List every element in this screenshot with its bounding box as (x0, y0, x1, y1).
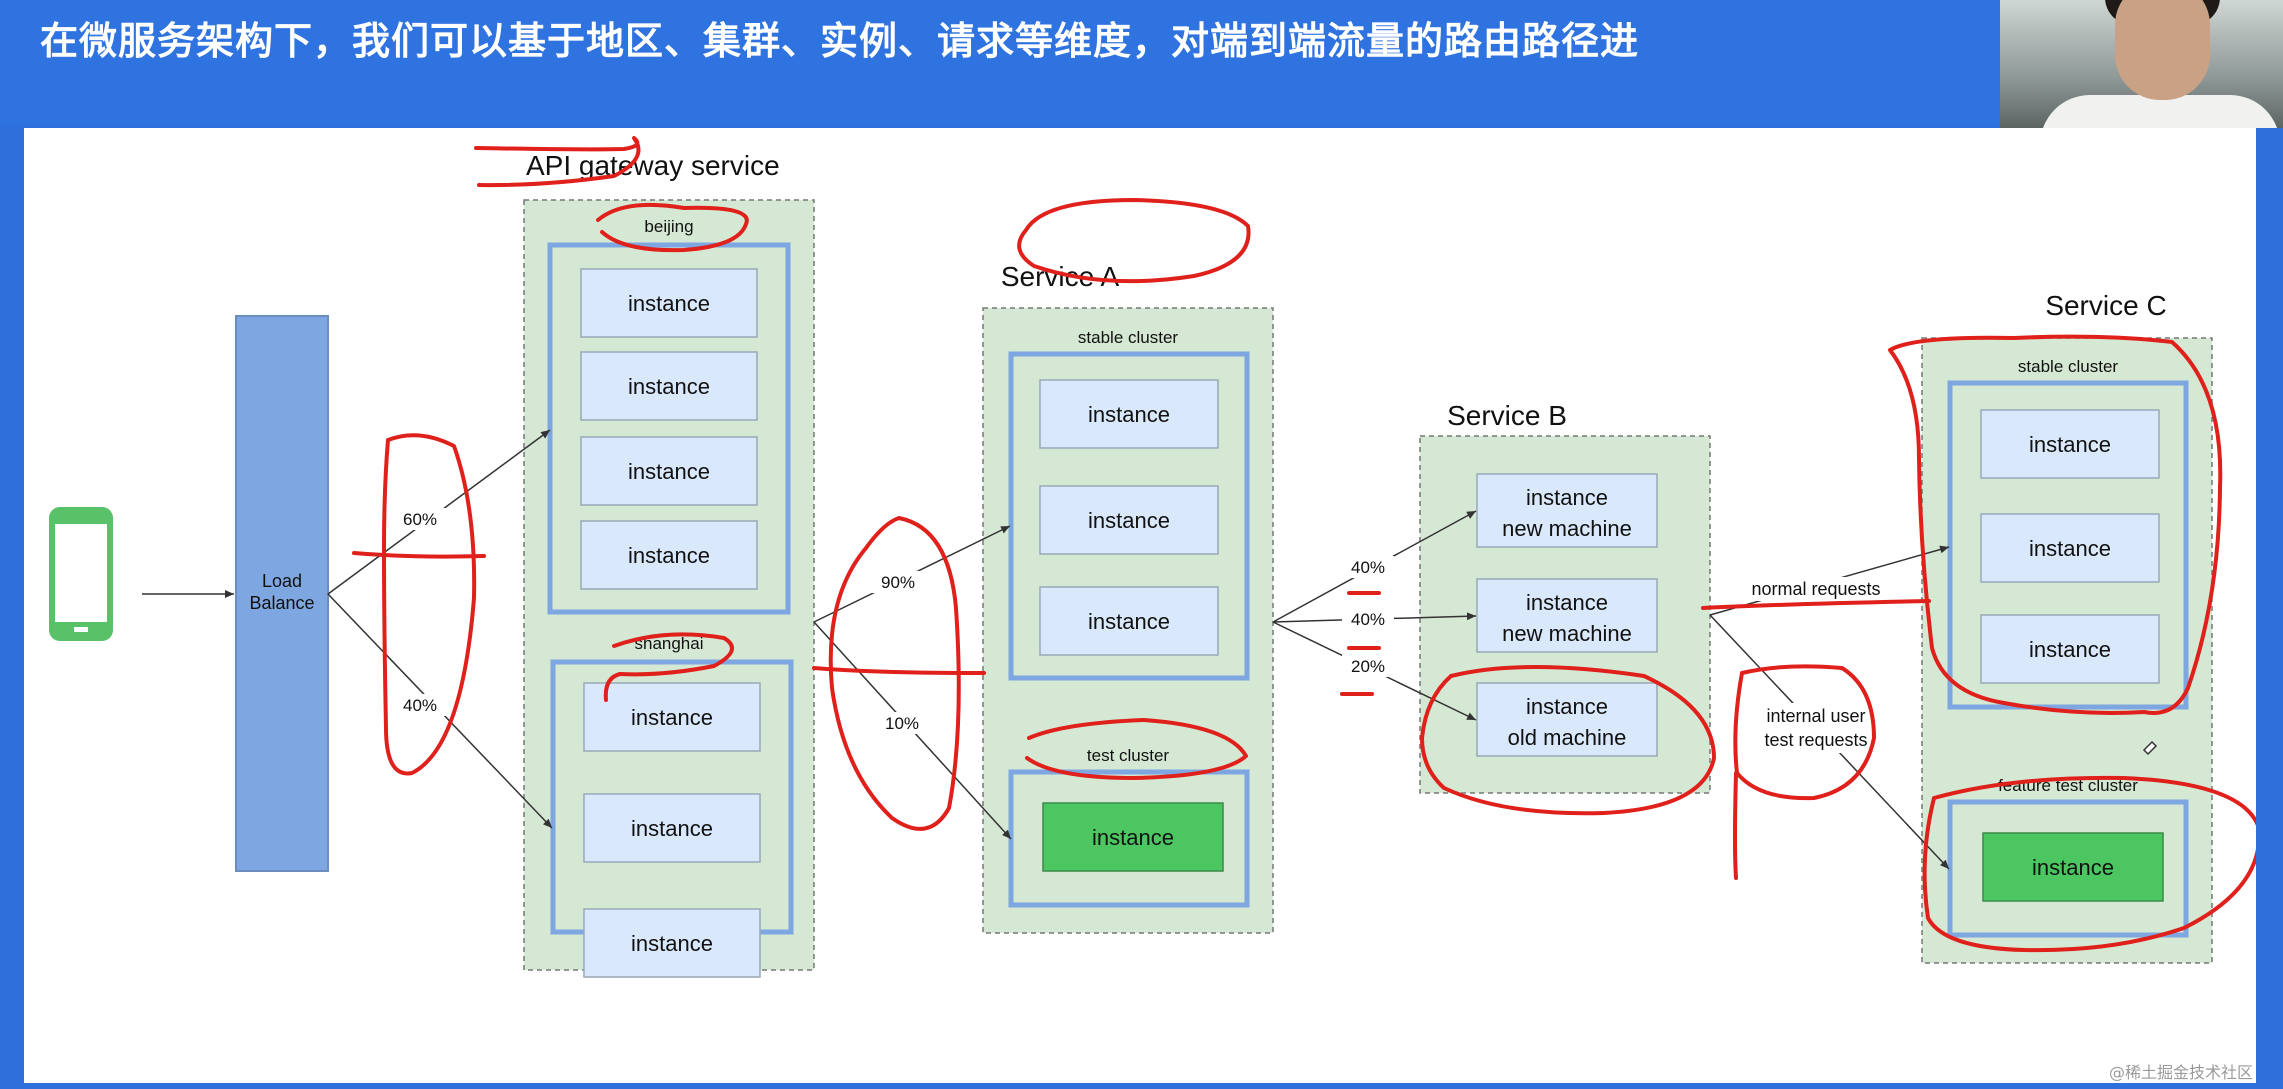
gateway-split-40: 40% (403, 696, 437, 715)
watermark: @稀土掘金技术社区 (2108, 1063, 2253, 1082)
split-label-bg (1342, 655, 1394, 677)
machine-label: old machine (1508, 725, 1627, 750)
instance-label: instance (1526, 694, 1608, 719)
machine-label: new machine (1502, 621, 1632, 646)
webcam-shirt (2040, 95, 2280, 128)
machine-label: new machine (1502, 516, 1632, 541)
split-label-bg (872, 571, 924, 593)
slide-heading: 在微服务架构下，我们可以基于地区、集群、实例、请求等维度，对端到端流量的路由路径… (40, 19, 1640, 63)
service-a-stable-instances: instance instance instance (1039, 379, 1219, 656)
red-annotations (352, 136, 2256, 953)
instance-label: instance (2032, 855, 2114, 880)
region-shanghai-label: shanghai (634, 634, 703, 653)
internal-user-label: internal user (1766, 706, 1865, 726)
service-a-test-label: test cluster (1087, 746, 1170, 765)
service-c-stable-label: stable cluster (2018, 357, 2118, 376)
split-label-bg (394, 508, 446, 530)
instance-label: instance (1092, 825, 1174, 850)
instance-label: instance (631, 931, 713, 956)
service-c-feature-instance (1982, 832, 2164, 902)
split-label-bg (1342, 556, 1394, 578)
instance-label: instance (628, 291, 710, 316)
instance-label: instance (2029, 432, 2111, 457)
slide-canvas: Load Balance API gateway service beijing… (24, 128, 2256, 1083)
service-a-title: Service A (1001, 261, 1120, 292)
instance-label: instance (628, 374, 710, 399)
instance-label: instance (1088, 402, 1170, 427)
pencil-cursor-icon (2142, 740, 2158, 756)
normal-requests-label: normal requests (1751, 579, 1880, 599)
instance-label: instance (1526, 485, 1608, 510)
instance-label: instance (631, 816, 713, 841)
service-c-stable-instances: instance instance instance (1980, 409, 2160, 684)
instance-label: instance (1088, 508, 1170, 533)
service-b-title: Service B (1447, 400, 1567, 431)
region-beijing-label: beijing (644, 217, 693, 236)
split-label-bg (1342, 608, 1394, 630)
load-balance-label-1: Load (262, 571, 302, 591)
phone-icon (49, 507, 113, 641)
instance-label: instance (1526, 590, 1608, 615)
gateway-title: API gateway service (526, 150, 780, 181)
webcam-face (2115, 0, 2210, 100)
service-a-split-10: 10% (885, 714, 919, 733)
service-a-stable-label: stable cluster (1078, 328, 1178, 347)
split-label-bg (394, 694, 446, 716)
service-c-title: Service C (2045, 290, 2166, 321)
gateway-split-60: 60% (403, 510, 437, 529)
instance-label: instance (628, 459, 710, 484)
service-a-test-instance (1042, 802, 1224, 872)
label-bg (1730, 577, 1902, 601)
service-b-split-40b: 40% (1351, 610, 1385, 629)
service-b-split-20: 20% (1351, 657, 1385, 676)
load-balance-label-2: Balance (249, 593, 314, 613)
architecture-diagram: Load Balance API gateway service beijing… (49, 136, 2256, 978)
instance-label: instance (1088, 609, 1170, 634)
instance-label: instance (2029, 536, 2111, 561)
service-b-split-40a: 40% (1351, 558, 1385, 577)
service-a-split-90: 90% (881, 573, 915, 592)
shanghai-instances: instance instance instance (583, 682, 761, 978)
split-label-bg (876, 712, 928, 734)
beijing-instances: instance instance instance instance (580, 268, 758, 590)
header-bar: 在微服务架构下，我们可以基于地区、集群、实例、请求等维度，对端到端流量的路由路径… (0, 0, 2283, 125)
test-requests-label: test requests (1764, 730, 1867, 750)
instance-label: instance (2029, 637, 2111, 662)
instance-label: instance (628, 543, 710, 568)
presenter-webcam (2000, 0, 2283, 128)
service-b-instances: instance new machine instance new machin… (1476, 473, 1658, 757)
label-bg (1746, 703, 1886, 753)
instance-label: instance (631, 705, 713, 730)
